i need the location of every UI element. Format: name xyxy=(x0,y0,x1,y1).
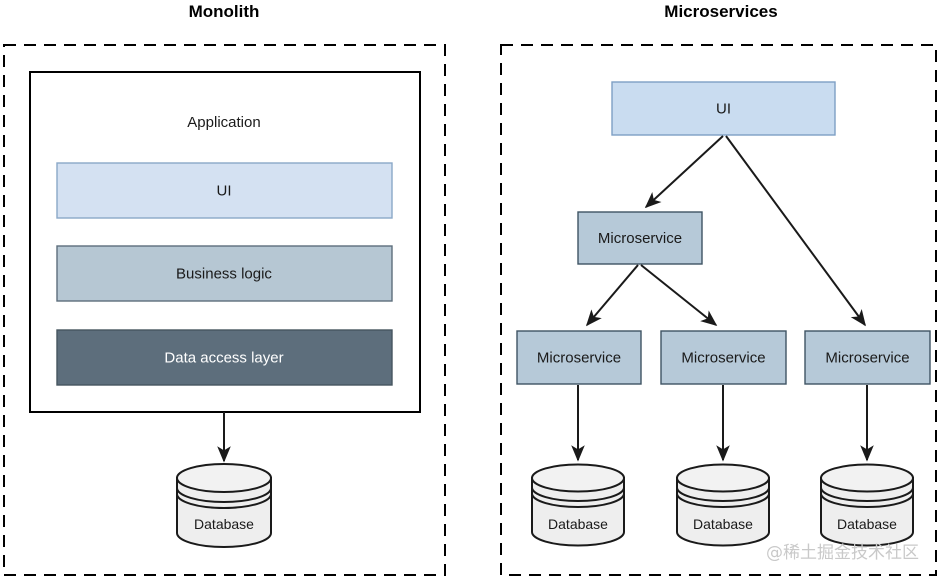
arrow-ui-to-microservice-tier1 xyxy=(644,135,724,209)
microservice-tier2-mid-box[interactable] xyxy=(660,330,787,385)
microservices-database-3[interactable]: Database xyxy=(820,463,914,547)
monolith-database-top xyxy=(176,463,272,493)
microservice-tier1-label: Microservice xyxy=(598,230,682,247)
monolith-layer-business-logic[interactable]: Business logic xyxy=(56,245,393,302)
monolith-layer-data-access-label: Data access layer xyxy=(164,349,283,366)
microservices-boundary xyxy=(500,44,937,576)
microservices-database-3-label: Database xyxy=(837,516,897,532)
microservice-tier2-left-box[interactable] xyxy=(516,330,642,385)
monolith-database-band-2 xyxy=(176,493,272,509)
microservices-database-2-band-2 xyxy=(676,493,770,508)
monolith-layer-data-access-box[interactable] xyxy=(56,329,393,386)
monolith-layer-business-logic-box[interactable] xyxy=(56,245,393,302)
application-label: Application xyxy=(187,114,260,131)
microservices-database-2-body xyxy=(676,477,770,547)
microservice-tier2-left[interactable]: Microservice xyxy=(516,330,642,385)
microservice-tier1-box[interactable] xyxy=(577,211,703,265)
microservice-tier2-right-box[interactable] xyxy=(804,330,931,385)
microservice-tier1[interactable]: Microservice xyxy=(577,211,703,265)
microservice-tier2-right[interactable]: Microservice xyxy=(804,330,931,385)
microservices-ui-box[interactable] xyxy=(611,81,836,136)
microservices-ui[interactable]: UI xyxy=(611,81,836,136)
microservices-database-1[interactable]: Database xyxy=(531,463,625,547)
microservices-database-1-label: Database xyxy=(548,516,608,532)
monolith-layer-ui[interactable]: UI xyxy=(56,162,393,219)
microservices-database-1-top xyxy=(531,463,625,493)
monolith-layer-ui-box[interactable] xyxy=(56,162,393,219)
monolith-database-band-1 xyxy=(176,487,272,503)
microservices-database-1-band-1 xyxy=(531,487,625,502)
microservice-tier2-mid-label: Microservice xyxy=(681,349,765,366)
microservices-database-2-label: Database xyxy=(693,516,753,532)
microservice-tier2-right-label: Microservice xyxy=(825,349,909,366)
microservice-tier2-mid[interactable]: Microservice xyxy=(660,330,787,385)
monolith-panel: Monolith Application UI Business logic D… xyxy=(3,2,446,576)
microservices-database-3-body xyxy=(820,477,914,547)
arrow-ui-to-microservice-right xyxy=(725,135,866,327)
microservices-database-1-body xyxy=(531,477,625,547)
monolith-layer-data-access[interactable]: Data access layer xyxy=(56,329,393,386)
microservices-database-3-band-2 xyxy=(820,493,914,508)
microservices-database-1-band-2 xyxy=(531,493,625,508)
microservices-database-3-top xyxy=(820,463,914,493)
microservices-database-2-band-1 xyxy=(676,487,770,502)
monolith-boundary xyxy=(3,44,446,576)
microservices-panel: Microservices UI Microservice Microser xyxy=(500,2,937,576)
microservices-title: Microservices xyxy=(664,2,777,21)
arrow-tier1-to-microservice-mid xyxy=(640,264,718,326)
microservice-tier2-left-label: Microservice xyxy=(537,349,621,366)
monolith-title: Monolith xyxy=(189,2,260,21)
monolith-database-body xyxy=(176,477,272,548)
monolith-database-label: Database xyxy=(194,516,254,532)
microservices-database-3-band-1 xyxy=(820,487,914,502)
monolith-layer-business-logic-label: Business logic xyxy=(176,265,272,282)
microservices-ui-label: UI xyxy=(716,100,731,117)
monolith-layer-ui-label: UI xyxy=(217,182,232,199)
site-watermark: @稀土掘金技术社区 xyxy=(766,543,919,563)
microservices-database-2-top xyxy=(676,463,770,493)
monolith-database[interactable]: Database xyxy=(176,463,272,548)
microservices-database-2[interactable]: Database xyxy=(676,463,770,547)
arrow-tier1-to-microservice-left xyxy=(585,264,639,327)
